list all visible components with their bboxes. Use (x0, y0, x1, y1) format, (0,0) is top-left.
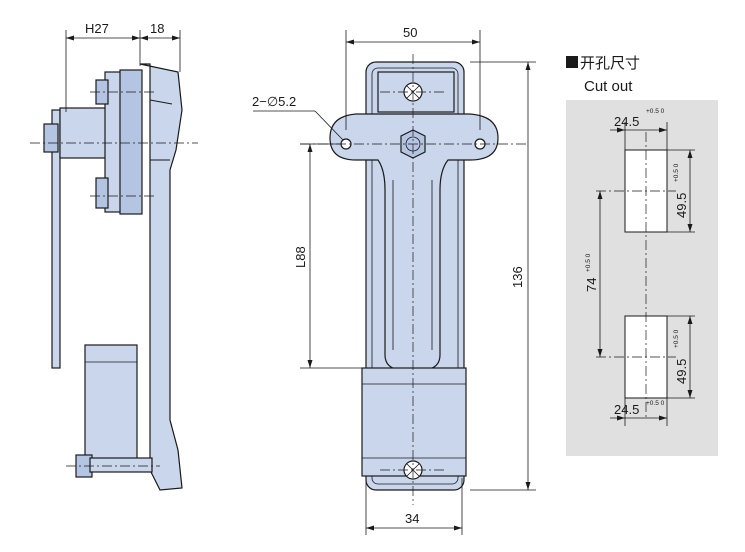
side-hinge-block (59, 107, 109, 159)
front-view: 50 2−∅5.2 L88 136 34 (252, 25, 536, 535)
cut-height-top: 49.5 (674, 193, 689, 218)
dim-holes: 2−∅5.2 (252, 94, 296, 109)
side-lower-housing (84, 344, 138, 461)
side-body (139, 63, 183, 491)
cut-width-top: 24.5 (614, 114, 639, 129)
side-bottom-bracket (89, 457, 153, 473)
cut-height-bottom: 49.5 (674, 359, 689, 384)
side-bolt-head (43, 123, 59, 153)
dim-18: 18 (150, 21, 164, 36)
dim-l88: L88 (293, 246, 308, 268)
cut-width-bottom-tol: +0.5 0 (646, 400, 665, 407)
side-body-edges (149, 99, 173, 161)
cut-height-top-tol: +0.5 0 (673, 163, 680, 182)
cut-spacing: 74 (584, 278, 599, 292)
side-nut-bottom (95, 177, 109, 209)
cut-spacing-tol: +0.5 0 (585, 253, 592, 272)
dim-h27: H27 (85, 21, 109, 36)
cutout-view: 开孔尺寸 Cut out 24.5 +0.5 0 49.5 +0.5 0 74 … (566, 55, 718, 456)
side-view: H27 18 (30, 21, 198, 491)
cutout-title-en: Cut out (584, 78, 633, 95)
side-rod (51, 109, 61, 369)
legend-square (566, 56, 578, 68)
cut-width-top-tol: +0.5 0 (646, 108, 665, 115)
dim-50: 50 (403, 25, 417, 40)
cutout-title-cn: 开孔尺寸 (580, 55, 640, 72)
cut-height-bottom-tol: +0.5 0 (673, 329, 680, 348)
cut-width-bottom: 24.5 (614, 402, 639, 417)
dim-136: 136 (510, 266, 525, 288)
dim-34: 34 (405, 511, 419, 526)
side-flange-inner (119, 69, 143, 215)
front-handle (329, 113, 499, 371)
